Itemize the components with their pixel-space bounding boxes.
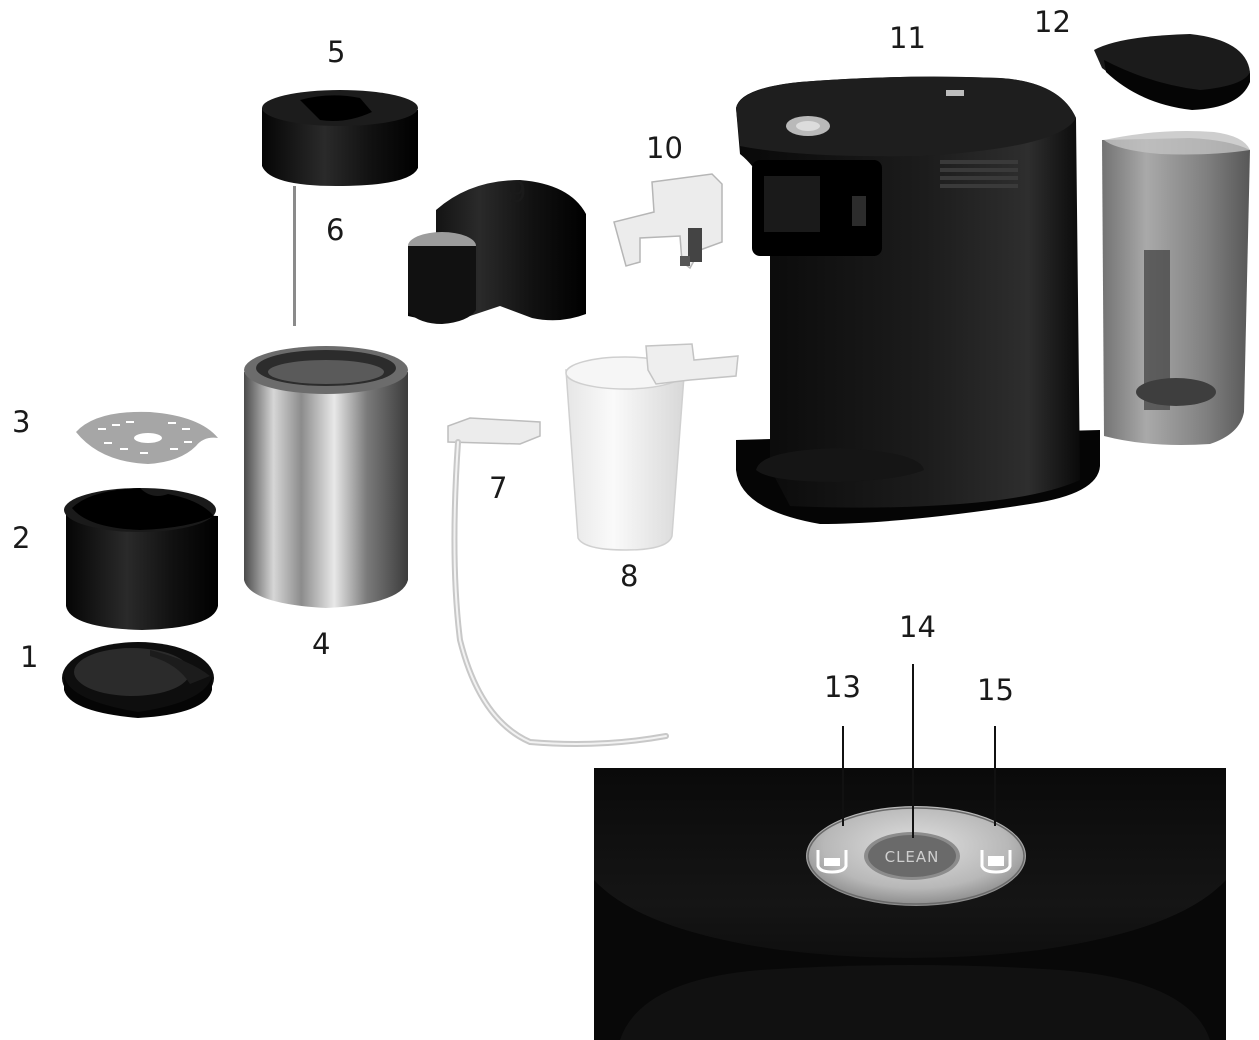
part-1-lid (62, 642, 214, 718)
label-6: 6 (326, 213, 344, 247)
label-11: 11 (889, 21, 926, 55)
part-4-steel-jug (244, 346, 408, 608)
part-8-milk-container (565, 343, 739, 551)
part-2-black-holder (64, 488, 218, 630)
label-1: 1 (20, 640, 38, 674)
part-6-rod (293, 186, 296, 326)
water-tank (1102, 131, 1250, 445)
label-15: 15 (977, 673, 1014, 707)
clean-button-label: CLEAN (885, 848, 940, 866)
part-7-milk-tube (447, 417, 669, 747)
label-10: 10 (646, 131, 683, 165)
leader-lines (842, 664, 996, 838)
label-8: 8 (620, 559, 638, 593)
label-9: 9 (508, 175, 526, 209)
part-5-cap (262, 90, 418, 186)
label-2: 2 (12, 521, 30, 555)
label-7: 7 (489, 471, 507, 505)
label-14: 14 (899, 610, 936, 644)
label-12: 12 (1034, 5, 1071, 39)
part-3-strainer-disk (76, 411, 218, 464)
part-12-tank-lid (1094, 34, 1250, 110)
label-4: 4 (312, 627, 330, 661)
control-panel-closeup: CLEAN (594, 768, 1226, 1040)
label-13: 13 (824, 670, 861, 704)
part-10-spout (613, 173, 723, 270)
part-9-bracket (408, 180, 586, 324)
label-5: 5 (327, 35, 345, 69)
label-3: 3 (12, 405, 30, 439)
part-11-machine-body (736, 76, 1100, 524)
